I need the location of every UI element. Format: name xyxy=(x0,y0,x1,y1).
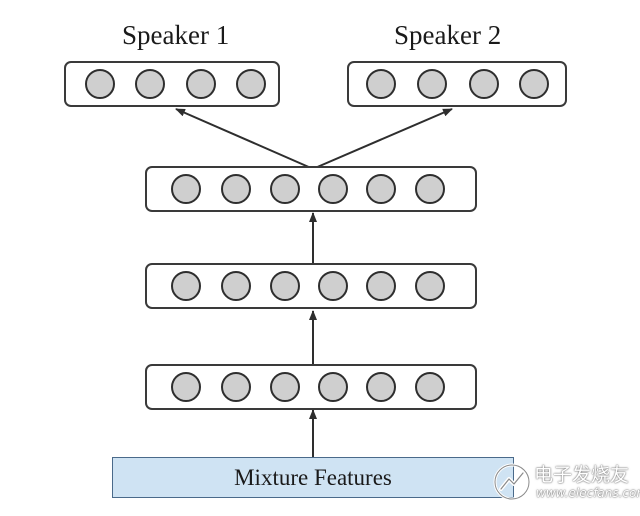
speaker-1-node xyxy=(186,69,216,99)
speaker-1-node xyxy=(85,69,115,99)
hidden-node xyxy=(366,271,396,301)
hidden-node xyxy=(415,271,445,301)
hidden-node xyxy=(270,271,300,301)
speaker-1-label: Speaker 1 xyxy=(122,20,230,50)
watermark: 电子发烧友 www.elecfans.com xyxy=(492,458,640,508)
output-layer-speaker-2 xyxy=(347,61,567,107)
hidden-node xyxy=(270,174,300,204)
hidden-node xyxy=(221,372,251,402)
speaker-1-node xyxy=(135,69,165,99)
arrow-to-speaker-2 xyxy=(314,108,453,169)
arrow-to-speaker-1 xyxy=(175,108,312,169)
input-features-label: Mixture Features xyxy=(234,464,392,490)
hidden-node xyxy=(366,372,396,402)
hidden-node xyxy=(318,174,348,204)
hidden-layer-3 xyxy=(145,166,477,212)
hidden-layer-2 xyxy=(145,263,477,309)
elecfans-logo-icon xyxy=(493,463,531,501)
watermark-name: 电子发烧友 xyxy=(534,464,630,486)
hidden-node xyxy=(221,174,251,204)
hidden-node xyxy=(171,372,201,402)
hidden-node xyxy=(415,174,445,204)
hidden-node xyxy=(318,372,348,402)
hidden-layer-1 xyxy=(145,364,477,410)
speaker-2-label: Speaker 2 xyxy=(394,20,502,50)
speaker-2-node xyxy=(417,69,447,99)
hidden-node xyxy=(270,372,300,402)
hidden-node xyxy=(171,174,201,204)
hidden-node xyxy=(415,372,445,402)
input-features-box: Mixture Features xyxy=(112,457,514,498)
speaker-2-node xyxy=(366,69,396,99)
output-layer-speaker-1 xyxy=(64,61,280,107)
speaker-1-node xyxy=(236,69,266,99)
watermark-url: www.elecfans.com xyxy=(536,486,640,500)
hidden-node xyxy=(366,174,396,204)
speaker-2-node xyxy=(469,69,499,99)
hidden-node xyxy=(171,271,201,301)
speaker-2-node xyxy=(519,69,549,99)
hidden-node xyxy=(318,271,348,301)
hidden-node xyxy=(221,271,251,301)
